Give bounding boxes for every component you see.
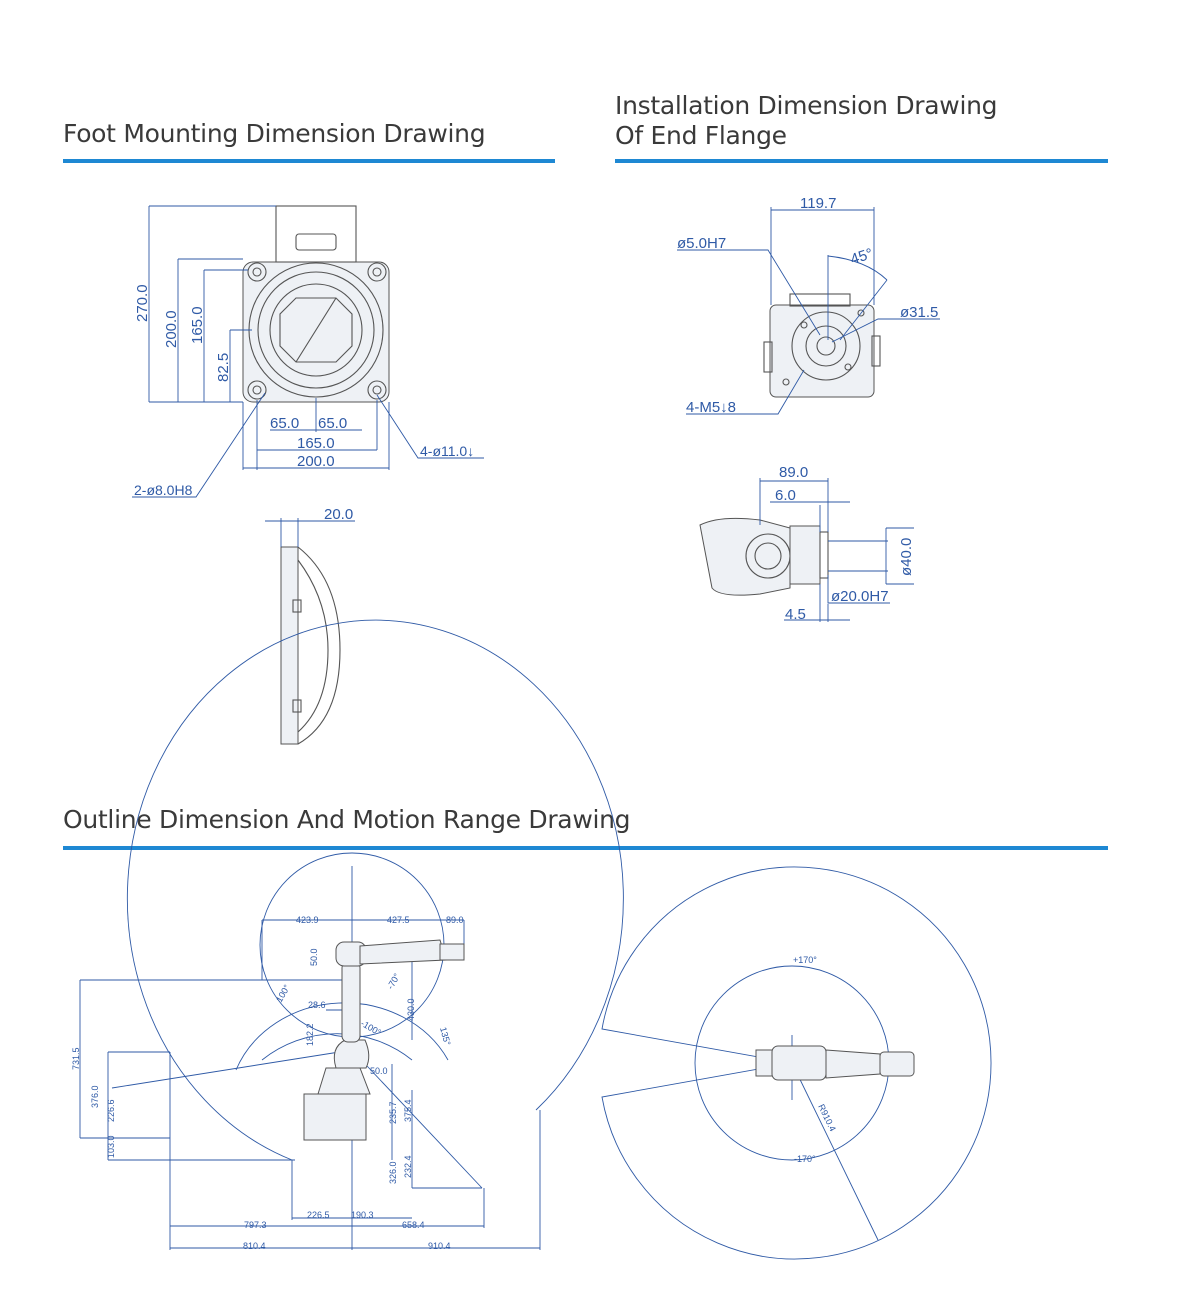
dim-270: 270.0: [134, 284, 151, 322]
dim-235: 235.7: [388, 1101, 398, 1124]
dim-2-pin-holes: 2-ø8.0H8: [134, 482, 193, 498]
flange-title-line2: Of End Flange: [615, 121, 787, 150]
dim-427: 427.5: [387, 915, 410, 925]
dim-910: 910.4: [428, 1241, 451, 1251]
dim-423: 423.9: [296, 915, 319, 925]
dim-100deg: 100°: [274, 983, 292, 1004]
dim-135deg: 135°: [438, 1026, 453, 1047]
dim-pos170: +170°: [793, 955, 817, 965]
dim-797: 797.3: [244, 1220, 267, 1230]
flange-rule: [615, 159, 1108, 163]
outline-rule: [63, 846, 1108, 850]
dim-190: 190.3: [351, 1210, 374, 1220]
dim-119: 119.7: [800, 195, 836, 212]
dim-182: 182.2: [305, 1023, 315, 1046]
outline-side-view: [79, 619, 624, 1250]
dim-65-right: 65.0: [318, 415, 347, 432]
dim-m5: 4-M5↓8: [686, 399, 736, 416]
dim-376: 376.0: [90, 1085, 100, 1108]
dim-731: 731.5: [71, 1047, 81, 1070]
dim-658: 658.4: [402, 1220, 425, 1230]
dim-226-vert: 226.6: [106, 1099, 116, 1122]
flange-front-view: [677, 207, 940, 415]
dim-6: 6.0: [775, 487, 796, 504]
dim-20h7: ø20.0H7: [831, 588, 889, 605]
outline-title: Outline Dimension And Motion Range Drawi…: [63, 805, 631, 834]
dim-200-horiz: 200.0: [297, 453, 335, 470]
dim-neg170: -170°: [794, 1154, 816, 1164]
flange-title-line1: Installation Dimension Drawing: [615, 91, 998, 120]
dim-810: 810.4: [243, 1241, 266, 1251]
foot-mounting-rule: [63, 159, 555, 163]
dim-226-horiz: 226.5: [307, 1210, 330, 1220]
dim-65-left: 65.0: [270, 415, 299, 432]
dim-40: ø40.0: [898, 538, 915, 576]
dim-326: 326.0: [388, 1161, 398, 1184]
flange-side-view: [699, 478, 914, 622]
dim-4-holes: 4-ø11.0↓: [420, 443, 474, 459]
dim-375: 375.4: [403, 1099, 413, 1122]
foot-mounting-title: Foot Mounting Dimension Drawing: [63, 119, 486, 148]
dim-200-vert: 200.0: [163, 310, 180, 348]
dim-103: 103.0: [106, 1135, 116, 1158]
dim-82: 82.5: [215, 353, 232, 382]
dim-165-vert: 165.0: [189, 306, 206, 344]
dim-50-vert: 50.0: [309, 948, 319, 966]
dim-89: 89.0: [779, 464, 808, 481]
foot-side-view: [265, 518, 355, 745]
dim-r910: R910.4: [816, 1102, 838, 1132]
outline-top-view: [601, 866, 992, 1260]
dim-pin-hole: ø5.0H7: [677, 235, 726, 252]
dim-232: 232.4: [403, 1155, 413, 1178]
dim-430: 430.0: [406, 998, 416, 1021]
dim-28: 28.6: [308, 1000, 326, 1010]
dim-165-horiz: 165.0: [297, 435, 335, 452]
dim-neg70deg: -70°: [385, 971, 402, 991]
foot-top-view: [132, 205, 484, 498]
dim-89-outline: 89.0: [446, 915, 464, 925]
dim-20-side: 20.0: [324, 506, 353, 523]
dim-45deg: 45°: [848, 245, 875, 268]
dim-50-horiz: 50.0: [370, 1066, 388, 1076]
dim-31: ø31.5: [900, 304, 938, 321]
dim-4-5: 4.5: [785, 606, 806, 623]
